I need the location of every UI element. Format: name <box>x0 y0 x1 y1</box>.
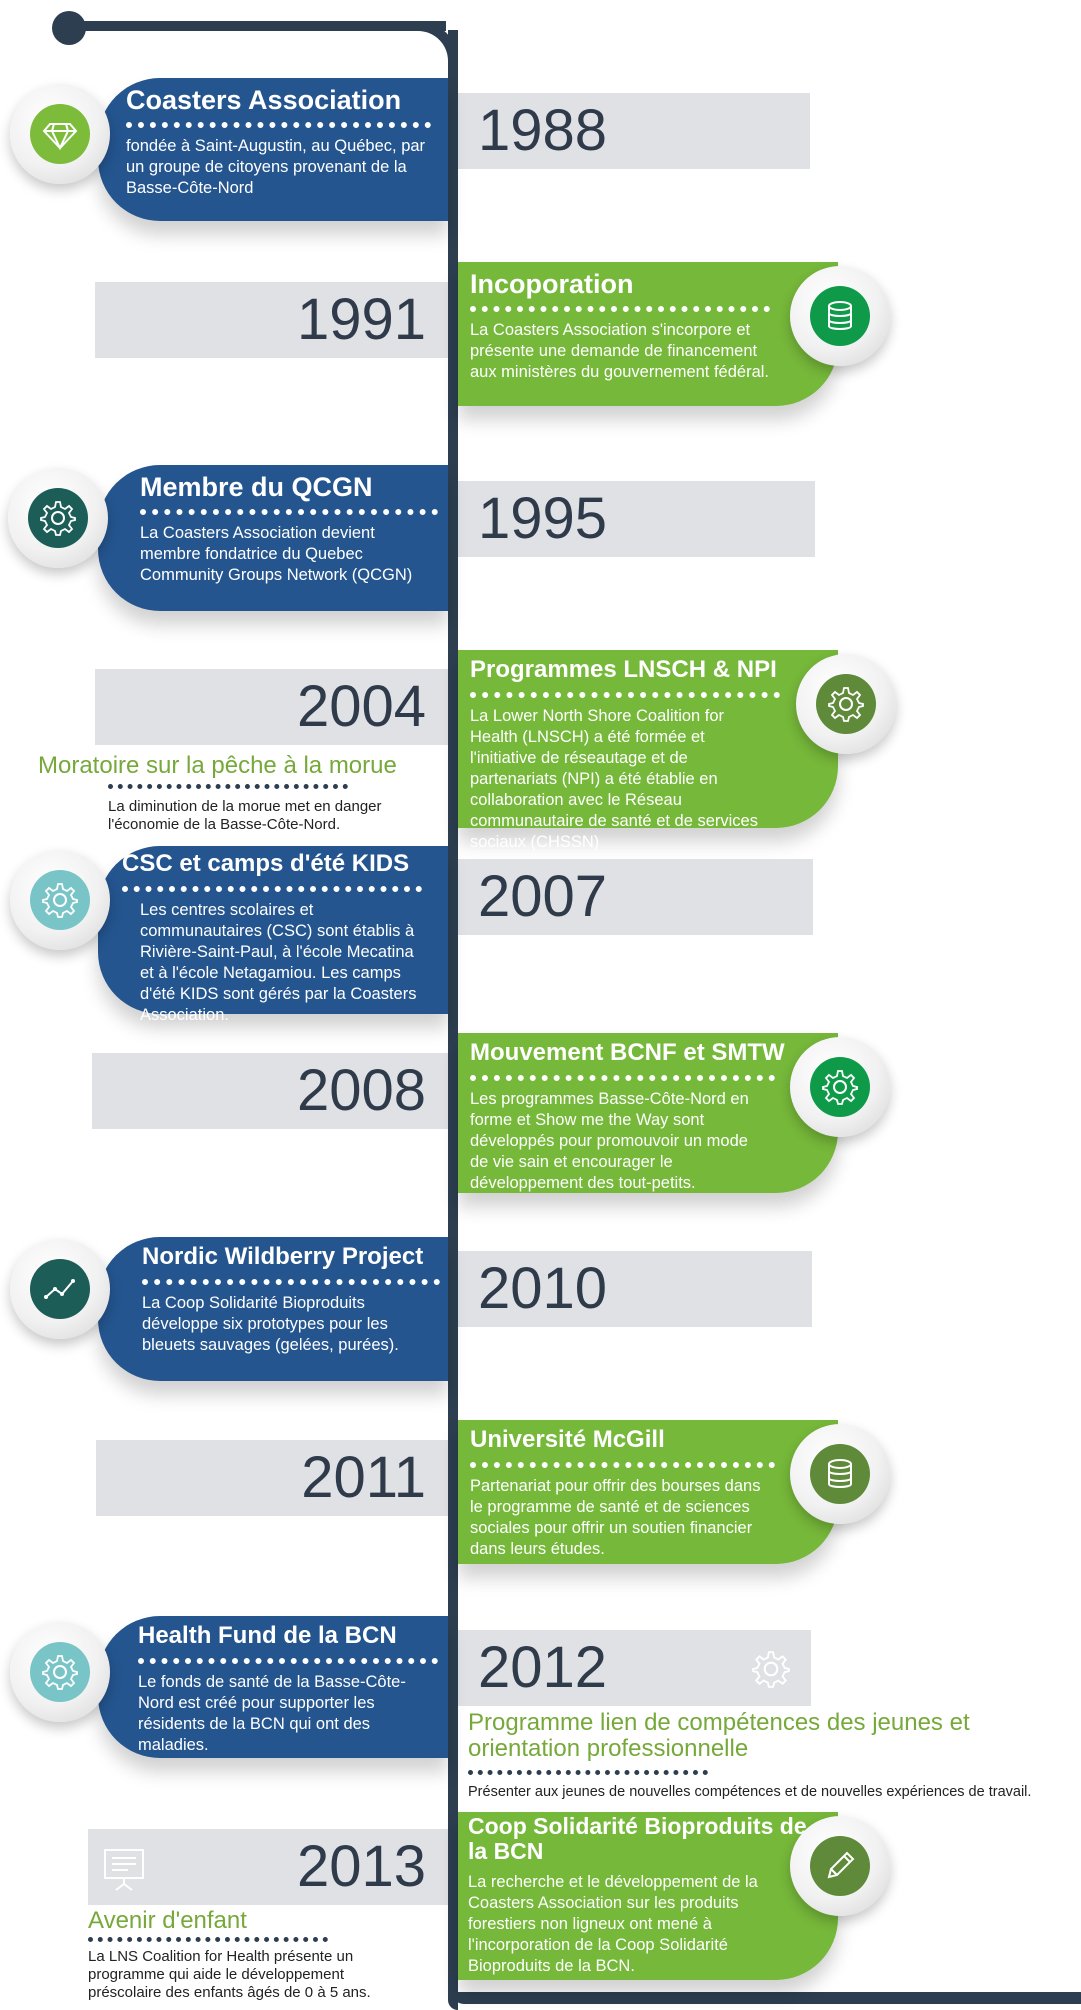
event-icon-badge <box>790 1424 890 1524</box>
event-card-2004: Programmes LNSCH & NPI La Lower North Sh… <box>458 650 838 851</box>
gear-icon <box>30 870 90 930</box>
event-card-2011: Université McGill Partenariat pour offri… <box>458 1420 838 1564</box>
note-body-programme: Présenter aux jeunes de nouvelles compét… <box>468 1784 1032 1800</box>
dotted-divider <box>470 692 780 698</box>
gear-icon <box>28 488 88 548</box>
dotted-divider <box>470 1462 775 1468</box>
year-label-2007: 2007 <box>458 859 813 935</box>
event-icon-badge <box>10 84 110 184</box>
event-description: Les programmes Basse-Côte-Nord en forme … <box>470 1090 749 1192</box>
gear-icon <box>750 1648 792 1690</box>
event-card-2010: Nordic Wildberry Project La Coop Solidar… <box>98 1237 448 1381</box>
year-label-2012: 2012 <box>458 1630 811 1706</box>
event-icon-badge <box>10 850 110 950</box>
event-icon-badge <box>790 1816 890 1916</box>
event-icon-badge <box>790 1037 890 1137</box>
event-card-1995: Membre du QCGN La Coasters Association d… <box>98 465 448 611</box>
dotted-divider <box>470 1075 775 1081</box>
event-description: Partenariat pour offrir des bourses dans… <box>470 1477 761 1558</box>
gear-icon <box>816 674 876 734</box>
year-label-2013: 2013 <box>88 1829 448 1905</box>
note-title-programme: Programme lien de compétences des jeunes… <box>468 1709 970 1762</box>
year-label-1991: 1991 <box>95 282 448 358</box>
event-title: Coasters Association <box>126 85 402 115</box>
event-card-2013: Coop Solidarité Bioproduits de la BCN La… <box>458 1812 838 1980</box>
dotted-divider <box>108 784 348 789</box>
year-label-1995: 1995 <box>458 481 815 557</box>
timeline-spine <box>448 30 458 2010</box>
event-title: Coop Solidarité Bioproduits de la BCN <box>468 1813 807 1864</box>
event-card-2007: CSC et camps d'été KIDS Les centres scol… <box>98 846 448 1024</box>
event-card-2012: Health Fund de la BCN Le fonds de santé … <box>98 1616 448 1758</box>
event-icon-badge <box>8 468 108 568</box>
event-icon-badge <box>796 654 896 754</box>
event-card-1988: Coasters Association fondée à Saint-Augu… <box>98 78 448 221</box>
year-label-2011: 2011 <box>96 1440 448 1516</box>
pencil-icon <box>810 1836 870 1896</box>
presentation-icon <box>100 1845 148 1893</box>
event-description: La Lower North Shore Coalition for Healt… <box>470 707 758 851</box>
event-card-2008: Mouvement BCNF et SMTW Les programmes Ba… <box>458 1033 838 1193</box>
event-icon-badge <box>790 266 890 366</box>
dotted-divider <box>122 886 422 892</box>
database-icon <box>810 1444 870 1504</box>
note-title-moratoire: Moratoire sur la pêche à la morue <box>38 752 397 779</box>
timeline-bottom-line <box>452 1992 1081 2004</box>
event-title: Nordic Wildberry Project <box>142 1243 424 1270</box>
dotted-divider <box>470 306 770 312</box>
note-body-moratoire: La diminution de la morue met en danger … <box>108 798 382 833</box>
year-label-1988: 1988 <box>458 93 810 169</box>
event-description: La recherche et le développement de la C… <box>468 1873 758 1975</box>
gear-icon <box>30 1642 90 1702</box>
gear-icon <box>810 1057 870 1117</box>
event-icon-badge <box>10 1622 110 1722</box>
event-title: CSC et camps d'été KIDS <box>122 850 410 877</box>
dotted-divider <box>142 1279 440 1285</box>
dotted-divider <box>88 1937 328 1942</box>
event-description: La Coop Solidarité Bioproduits développe… <box>142 1294 399 1354</box>
event-title: Programmes LNSCH & NPI <box>470 656 777 683</box>
year-label-2010: 2010 <box>458 1251 812 1327</box>
timeline-start-dot <box>52 11 86 45</box>
line-chart-icon <box>30 1259 90 1319</box>
dotted-divider <box>140 509 438 515</box>
event-title: Membre du QCGN <box>140 472 373 502</box>
year-label-2008: 2008 <box>92 1053 448 1129</box>
event-title: Mouvement BCNF et SMTW <box>470 1039 785 1066</box>
event-description: Le fonds de santé de la Basse-Côte-Nord … <box>138 1673 406 1754</box>
timeline-top-line <box>68 21 446 31</box>
event-title: Université McGill <box>470 1426 665 1453</box>
event-description: La Coasters Association s'incorpore et p… <box>470 321 769 381</box>
event-description: La Coasters Association devient membre f… <box>140 524 413 584</box>
event-icon-badge <box>10 1239 110 1339</box>
event-card-1991: Incoporation La Coasters Association s'i… <box>458 262 838 406</box>
note-title-avenir: Avenir d'enfant <box>88 1907 247 1934</box>
diamond-icon <box>30 104 90 164</box>
dotted-divider <box>126 122 431 128</box>
event-title: Incoporation <box>470 269 634 299</box>
year-label-2004: 2004 <box>95 669 448 745</box>
dotted-divider <box>468 1770 708 1775</box>
event-description: fondée à Saint-Augustin, au Québec, par … <box>126 137 426 197</box>
event-description: Les centres scolaires et communautaires … <box>140 901 417 1024</box>
dotted-divider <box>138 1658 438 1664</box>
event-title: Health Fund de la BCN <box>138 1622 397 1649</box>
database-icon <box>810 286 870 346</box>
note-body-avenir: La LNS Coalition for Health présente un … <box>88 1948 371 2001</box>
